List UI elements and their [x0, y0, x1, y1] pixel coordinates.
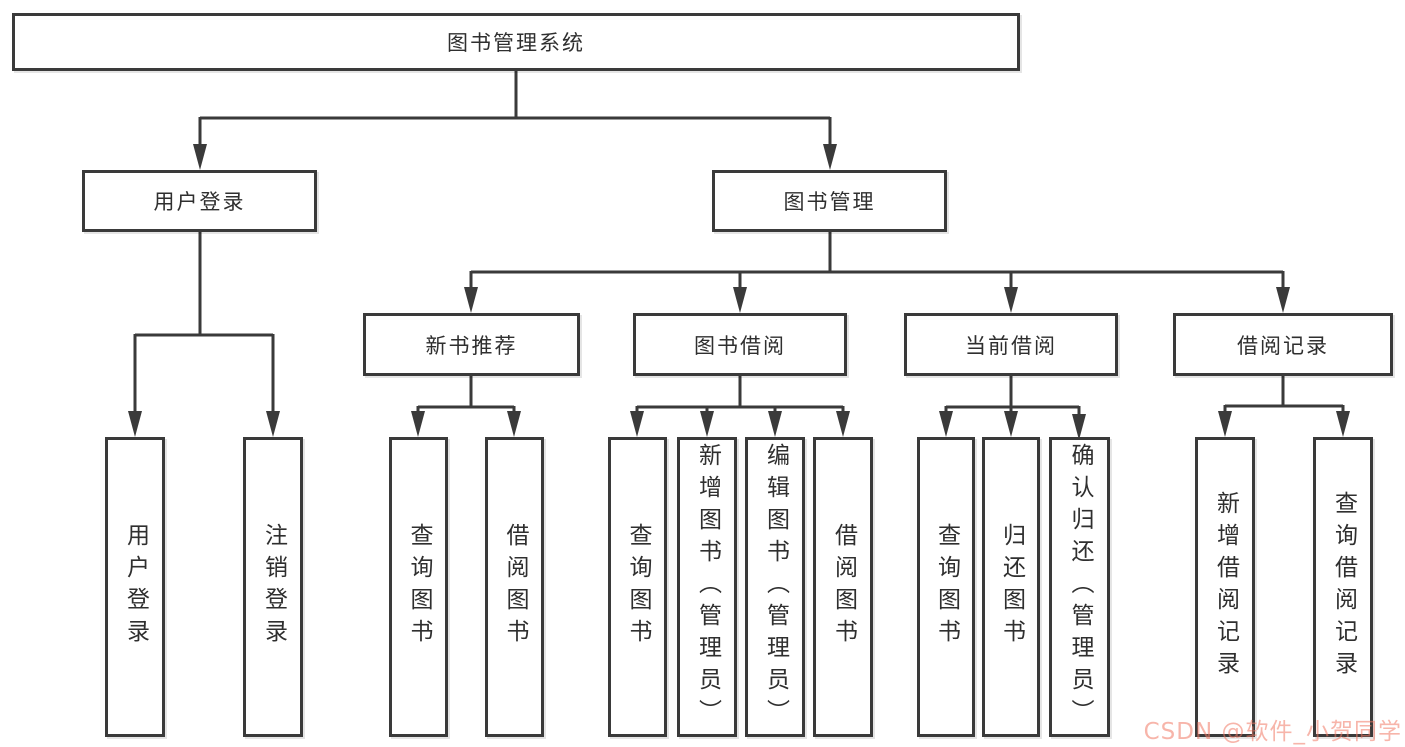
- node-label: 当前借阅: [965, 333, 1057, 358]
- leaf-return-books: 归还图书: [982, 437, 1040, 737]
- leaf-edit-book-admin: 编辑图书（管理员）: [745, 437, 805, 737]
- leaf-label: 借阅图书: [830, 523, 857, 651]
- leaf-label: 借阅图书: [502, 523, 528, 651]
- node-label: 图书管理系统: [447, 31, 585, 55]
- leaf-query-borrow-record: 查询借阅记录: [1313, 437, 1373, 737]
- node-label: 图书借阅: [694, 333, 786, 358]
- node-book-borrowing: 图书借阅: [633, 313, 847, 376]
- leaf-borrow-books: 借阅图书: [813, 437, 873, 737]
- node-library-management-system: 图书管理系统: [12, 13, 1020, 71]
- node-label: 图书管理: [783, 190, 876, 214]
- leaf-label: 查询图书: [406, 523, 432, 651]
- node-label: 借阅记录: [1237, 333, 1329, 358]
- node-label: 新书推荐: [425, 333, 518, 358]
- leaf-query-books: 查询图书: [917, 437, 975, 737]
- leaf-label: 归还图书: [998, 523, 1025, 651]
- leaf-confirm-return-admin: 确认归还（管理员）: [1049, 437, 1110, 737]
- leaf-label: 用户登录: [122, 523, 149, 651]
- node-label: 用户登录: [153, 190, 246, 214]
- node-new-book-recommendation: 新书推荐: [363, 313, 580, 376]
- node-user-login: 用户登录: [82, 170, 317, 232]
- leaf-user-login: 用户登录: [105, 437, 165, 737]
- leaf-borrow-books: 借阅图书: [485, 437, 544, 737]
- csdn-watermark: CSDN @软件_小贺同学: [1143, 719, 1402, 745]
- node-borrowing-records: 借阅记录: [1173, 313, 1393, 376]
- leaf-label: 查询借阅记录: [1330, 491, 1357, 683]
- leaf-label: 查询图书: [933, 523, 960, 651]
- leaf-logout: 注销登录: [243, 437, 303, 737]
- leaf-label: 新增借阅记录: [1212, 491, 1239, 683]
- leaf-label: 注销登录: [260, 523, 287, 651]
- leaf-add-book-admin: 新增图书（管理员）: [677, 437, 737, 737]
- node-current-borrowing: 当前借阅: [904, 313, 1118, 376]
- leaf-label: 新增图书（管理员）: [694, 443, 721, 731]
- leaf-label: 确认归还（管理员）: [1067, 443, 1093, 731]
- node-book-management: 图书管理: [712, 170, 947, 232]
- leaf-add-borrow-record: 新增借阅记录: [1195, 437, 1255, 737]
- leaf-query-books: 查询图书: [608, 437, 667, 737]
- leaf-label: 编辑图书（管理员）: [762, 443, 789, 731]
- leaf-query-books: 查询图书: [389, 437, 448, 737]
- leaf-label: 查询图书: [625, 523, 651, 651]
